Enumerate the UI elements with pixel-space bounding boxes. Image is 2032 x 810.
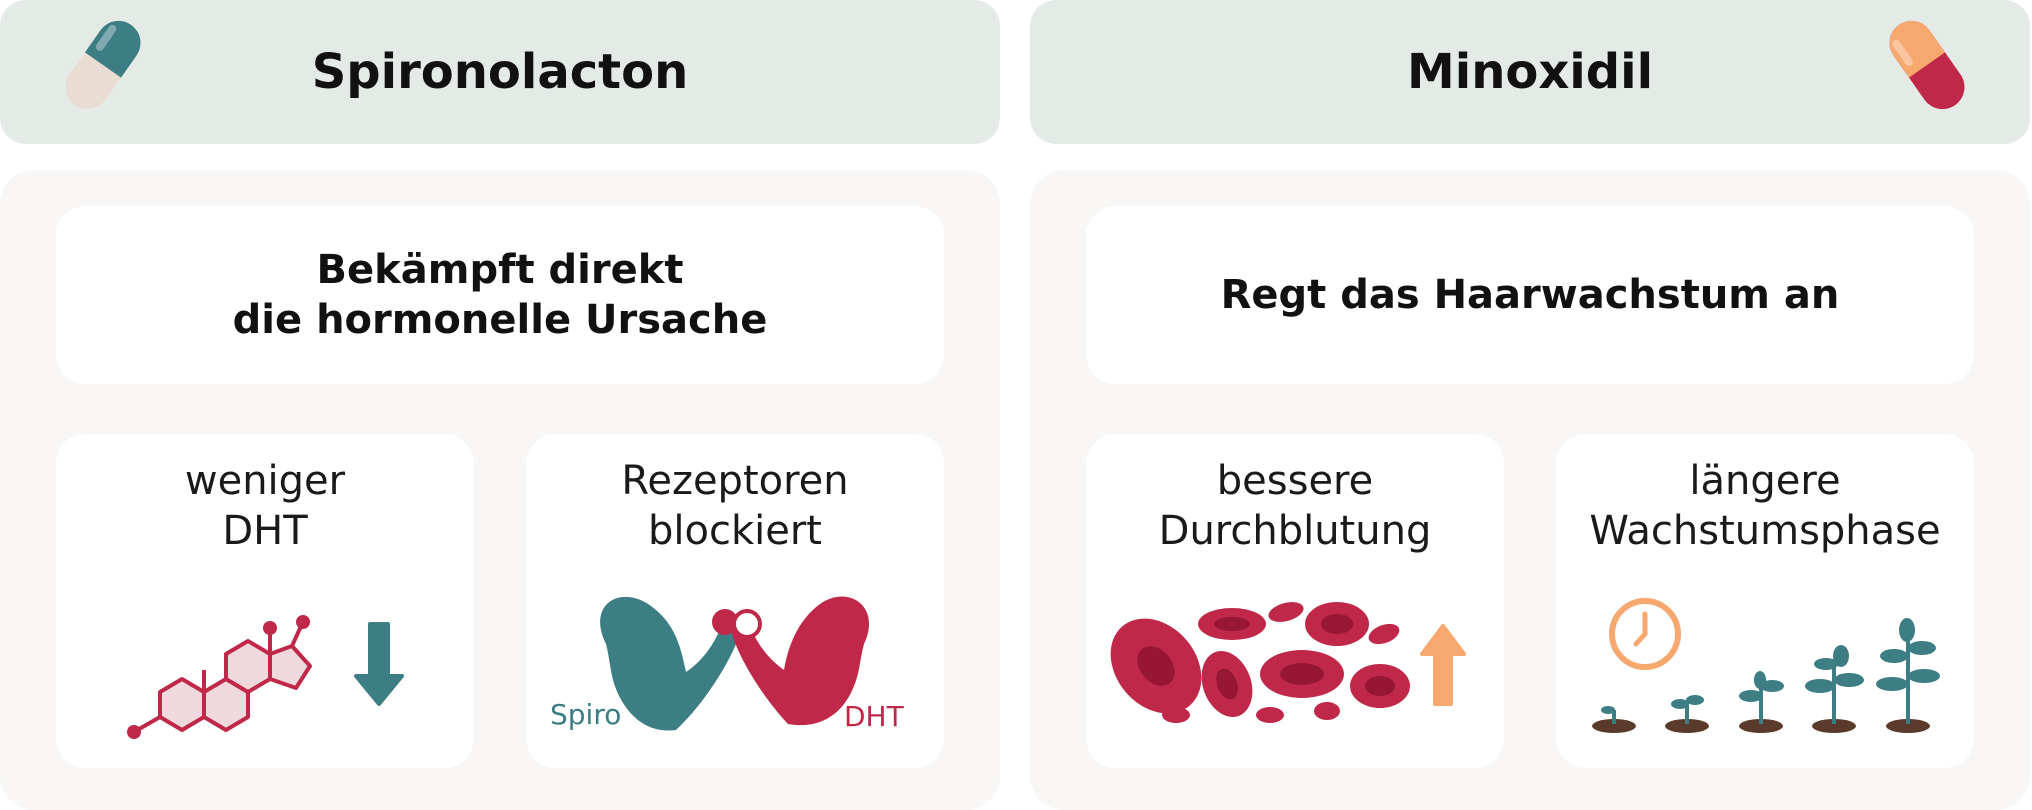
dht-caption: DHT — [844, 700, 905, 733]
minoxidil-summary: Regt das Haarwachstum an — [1086, 206, 1974, 384]
card-label-line: Wachstumsphase — [1589, 508, 1941, 554]
spironolacton-title: Spironolacton — [311, 44, 689, 100]
red-blood-cells-icon — [1110, 602, 1410, 723]
arrow-up-icon — [1420, 624, 1466, 706]
spironolacton-summary: Bekämpft direkt die hormonelle Ursache — [56, 206, 944, 384]
card-label: längere Wachstumsphase — [1556, 456, 1974, 556]
spironolacton-panel: Bekämpft direkt die hormonelle Ursache w… — [0, 170, 1000, 810]
plant-growth-icon — [1592, 618, 1940, 733]
minoxidil-title: Minoxidil — [1406, 44, 1654, 100]
card-label-line: Rezeptoren — [621, 458, 849, 504]
spiro-caption: Spiro — [550, 698, 621, 731]
summary-line: Bekämpft direkt — [316, 247, 684, 293]
card-label-line: Durchblutung — [1158, 508, 1432, 554]
arrow-down-icon — [354, 622, 404, 706]
arm-captions: Spiro DHT — [550, 698, 905, 733]
card-label-line: DHT — [222, 508, 308, 554]
steroid-molecule-icon — [127, 615, 312, 739]
minoxidil-panel: Regt das Haarwachstum an bessere Durchbl… — [1030, 170, 2030, 810]
card-label-line: weniger — [184, 458, 346, 504]
card-label: Rezeptoren blockiert — [526, 456, 944, 556]
card-rezeptoren-blockiert: Rezeptoren blockiert Spiro DHT — [526, 434, 944, 768]
card-weniger-dht: weniger DHT — [56, 434, 474, 768]
summary-line: Regt das Haarwachstum an — [1220, 272, 1840, 318]
summary-line: die hormonelle Ursache — [232, 297, 768, 343]
card-laengere-wachstumsphase: längere Wachstumsphase — [1556, 434, 1974, 768]
card-label-line: bessere — [1216, 458, 1374, 504]
spironolacton-header: Spironolacton — [0, 0, 1000, 144]
minoxidil-header: Minoxidil — [1030, 0, 2030, 144]
card-label: bessere Durchblutung — [1086, 456, 1504, 556]
card-label-line: blockiert — [648, 508, 822, 554]
card-bessere-durchblutung: bessere Durchblutung — [1086, 434, 1504, 768]
card-label-line: längere — [1689, 458, 1841, 504]
capsule-peach-crimson-icon — [1889, 20, 1965, 110]
clock-icon — [1609, 598, 1681, 670]
card-label: weniger DHT — [56, 456, 474, 556]
capsule-teal-beige-icon — [65, 20, 141, 110]
arm-wrestling-icon — [600, 596, 870, 731]
